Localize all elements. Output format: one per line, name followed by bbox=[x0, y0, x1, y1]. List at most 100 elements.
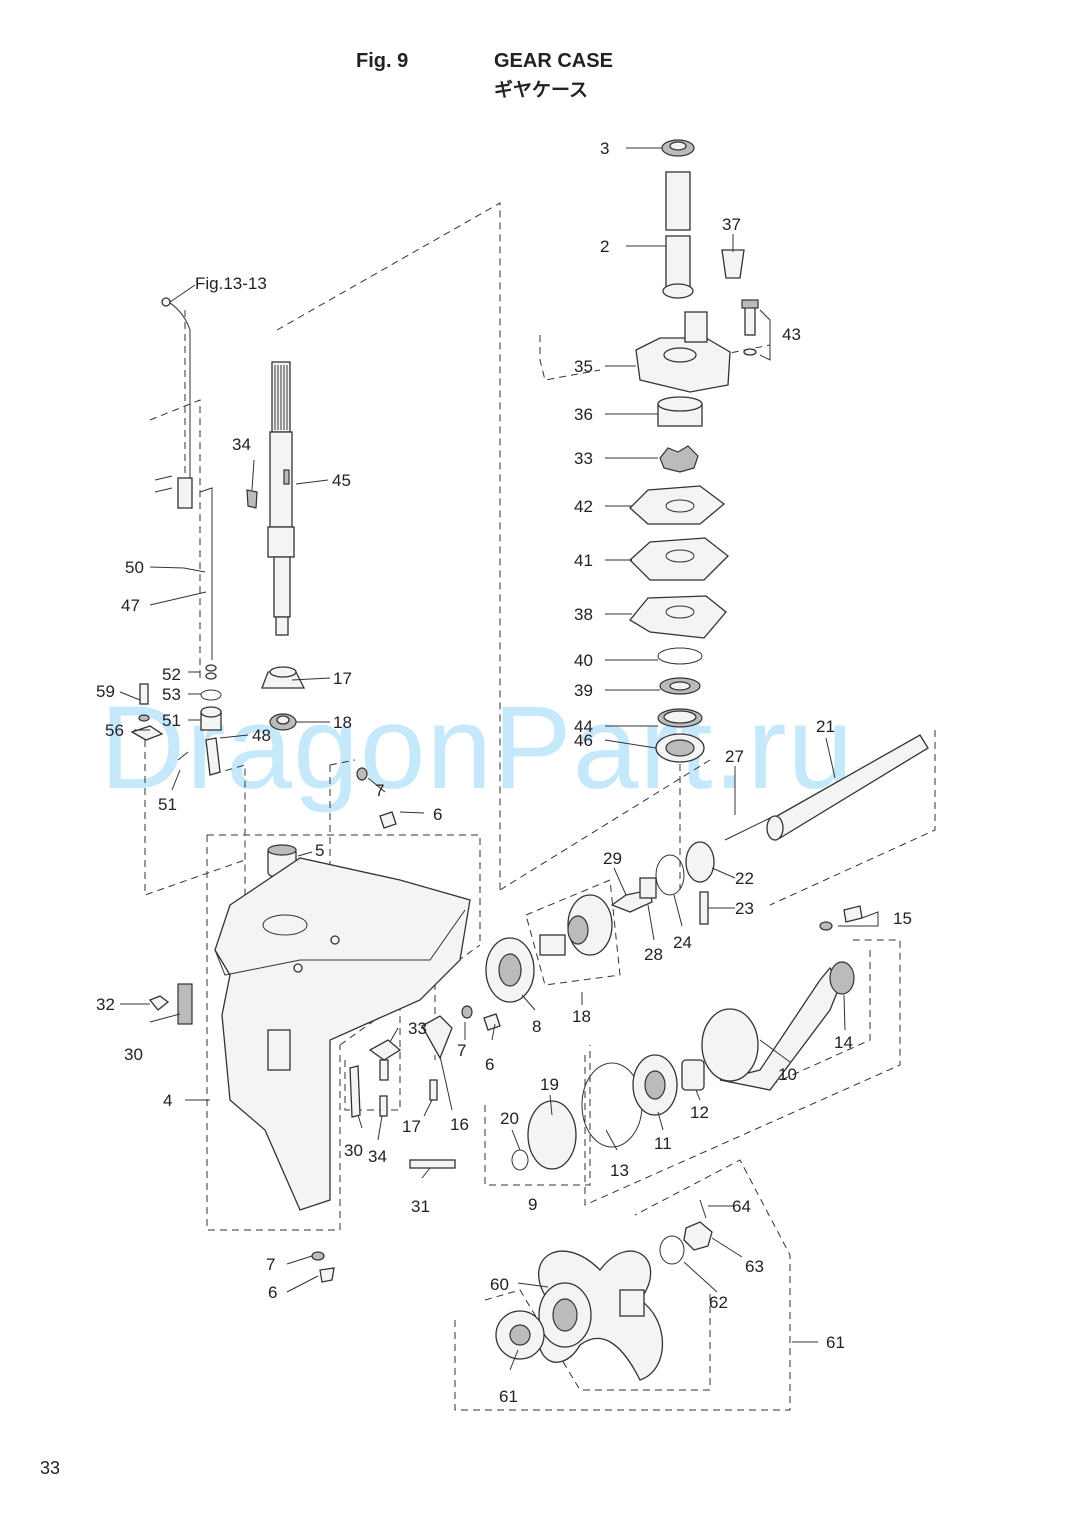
shift-rod-linkage bbox=[154, 297, 193, 509]
seal-ring bbox=[657, 708, 703, 728]
leader-lines bbox=[119, 147, 879, 1371]
callout-10: 10 bbox=[778, 1065, 797, 1084]
bearing-housing bbox=[701, 905, 863, 1091]
callout-53: 52 bbox=[162, 665, 181, 684]
reverse-gear-assembly bbox=[511, 1054, 705, 1171]
callout-17: 17 bbox=[402, 1117, 421, 1136]
drain-plugs bbox=[311, 767, 501, 1283]
callout-44: 42 bbox=[574, 497, 593, 516]
callout-46: 44 bbox=[574, 717, 593, 736]
callout-35: 33 bbox=[574, 449, 593, 468]
propeller-shaft bbox=[724, 734, 929, 841]
callout-4: 4 bbox=[163, 1091, 172, 1110]
callout-61: 61 bbox=[499, 1387, 518, 1406]
pump-gasket-upper bbox=[629, 485, 726, 525]
callout-63: 63 bbox=[745, 1257, 764, 1276]
figure-number: Fig. 9 bbox=[356, 50, 409, 72]
callout-2: 2 bbox=[600, 237, 609, 256]
woodruff-key bbox=[246, 489, 258, 509]
callout-16: 16 bbox=[450, 1115, 469, 1134]
propeller-thrust-holder bbox=[495, 1310, 545, 1360]
water-screen-parts bbox=[368, 1015, 456, 1169]
callout-26: 24 bbox=[673, 933, 692, 952]
callout-6-upper: 6 bbox=[433, 805, 442, 824]
callout-49: 47 bbox=[121, 596, 140, 615]
callout-6-lower: 6 bbox=[268, 1283, 277, 1302]
callout-30-right: 30 bbox=[344, 1141, 363, 1160]
callout-32: 32 bbox=[96, 995, 115, 1014]
propeller-nut-washer bbox=[659, 1199, 713, 1265]
callout-22: 20 bbox=[500, 1109, 519, 1128]
watermark: DragonPart.ru bbox=[100, 682, 855, 814]
callout-27: 27 bbox=[725, 747, 744, 766]
callout-60: 61 bbox=[826, 1333, 845, 1352]
callout-30-left: 30 bbox=[124, 1045, 143, 1064]
callout-45: 43 bbox=[782, 325, 801, 344]
impeller bbox=[659, 445, 699, 473]
assembly-guide-lines bbox=[144, 202, 936, 1411]
callout-28: 28 bbox=[644, 945, 663, 964]
callout-7-mid: 7 bbox=[457, 1041, 466, 1060]
reference-label: Fig.13-13 bbox=[195, 274, 267, 293]
water-pump-grommet bbox=[721, 249, 745, 279]
callout-21: 19 bbox=[540, 1075, 559, 1094]
callout-18: 18 bbox=[572, 1007, 591, 1026]
pinion-nut bbox=[269, 713, 297, 731]
propeller bbox=[537, 1250, 663, 1381]
callout-51-upper: 50 bbox=[125, 558, 144, 577]
page-title-japanese: ギヤケース bbox=[494, 80, 589, 101]
callout-47: 45 bbox=[332, 471, 351, 490]
callout-37: 35 bbox=[574, 357, 593, 376]
callout-5: 5 bbox=[315, 841, 324, 860]
callout-8: 8 bbox=[532, 1017, 541, 1036]
pump-bolt bbox=[741, 299, 759, 356]
callout-14: 14 bbox=[834, 1033, 853, 1052]
callout-29: 29 bbox=[603, 849, 622, 868]
callout-24: 22 bbox=[735, 869, 754, 888]
drive-shaft bbox=[267, 361, 295, 636]
pump-case-plate bbox=[629, 595, 727, 639]
callout-15: 15 bbox=[893, 909, 912, 928]
callout-40: 38 bbox=[574, 605, 593, 624]
callout-7-upper: 7 bbox=[375, 781, 384, 800]
callout-33: 33 bbox=[408, 1019, 427, 1038]
callout-25: 23 bbox=[735, 899, 754, 918]
callout-62: 62 bbox=[709, 1293, 728, 1312]
callout-numbers: 3 2 37 43 35 36 33 42 41 38 40 39 44 46 … bbox=[96, 139, 912, 1406]
callout-55: 56 bbox=[105, 721, 124, 740]
page-title: GEAR CASE bbox=[494, 50, 613, 72]
callout-56: 59 bbox=[96, 682, 115, 701]
callout-36: 34 bbox=[232, 435, 251, 454]
o-ring bbox=[657, 647, 703, 665]
callout-42: 40 bbox=[574, 651, 593, 670]
callout-41: 39 bbox=[574, 681, 593, 700]
callout-52: 51 bbox=[162, 711, 181, 730]
callout-59: 60 bbox=[490, 1275, 509, 1294]
callout-48: 46 bbox=[574, 731, 593, 750]
callout-3: 3 bbox=[600, 139, 609, 158]
callout-50: 48 bbox=[252, 726, 271, 745]
pump-insert-cartridge bbox=[657, 396, 703, 427]
callout-11: 11 bbox=[654, 1134, 672, 1153]
callout-19: 17 bbox=[333, 669, 352, 688]
callout-34: 34 bbox=[368, 1147, 387, 1166]
callout-20: 18 bbox=[333, 713, 352, 732]
oil-seal bbox=[659, 677, 701, 695]
callout-12: 12 bbox=[690, 1103, 709, 1122]
trim-tab-anode bbox=[148, 983, 361, 1118]
callout-13: 13 bbox=[610, 1161, 629, 1180]
callout-54: 53 bbox=[162, 685, 181, 704]
forward-gear bbox=[539, 894, 613, 956]
ball-bearing-upper bbox=[655, 733, 705, 763]
water-tube bbox=[662, 171, 694, 299]
callout-64: 64 bbox=[732, 1197, 751, 1216]
callout-43: 41 bbox=[574, 551, 593, 570]
pinion-gear bbox=[261, 666, 306, 689]
callout-7-lower: 7 bbox=[266, 1255, 275, 1274]
page-number: 33 bbox=[40, 1458, 61, 1478]
callout-39: 37 bbox=[722, 215, 741, 234]
pump-outer-plate bbox=[629, 537, 729, 581]
clutch-parts bbox=[610, 841, 715, 925]
water-pump-housing bbox=[635, 311, 731, 393]
